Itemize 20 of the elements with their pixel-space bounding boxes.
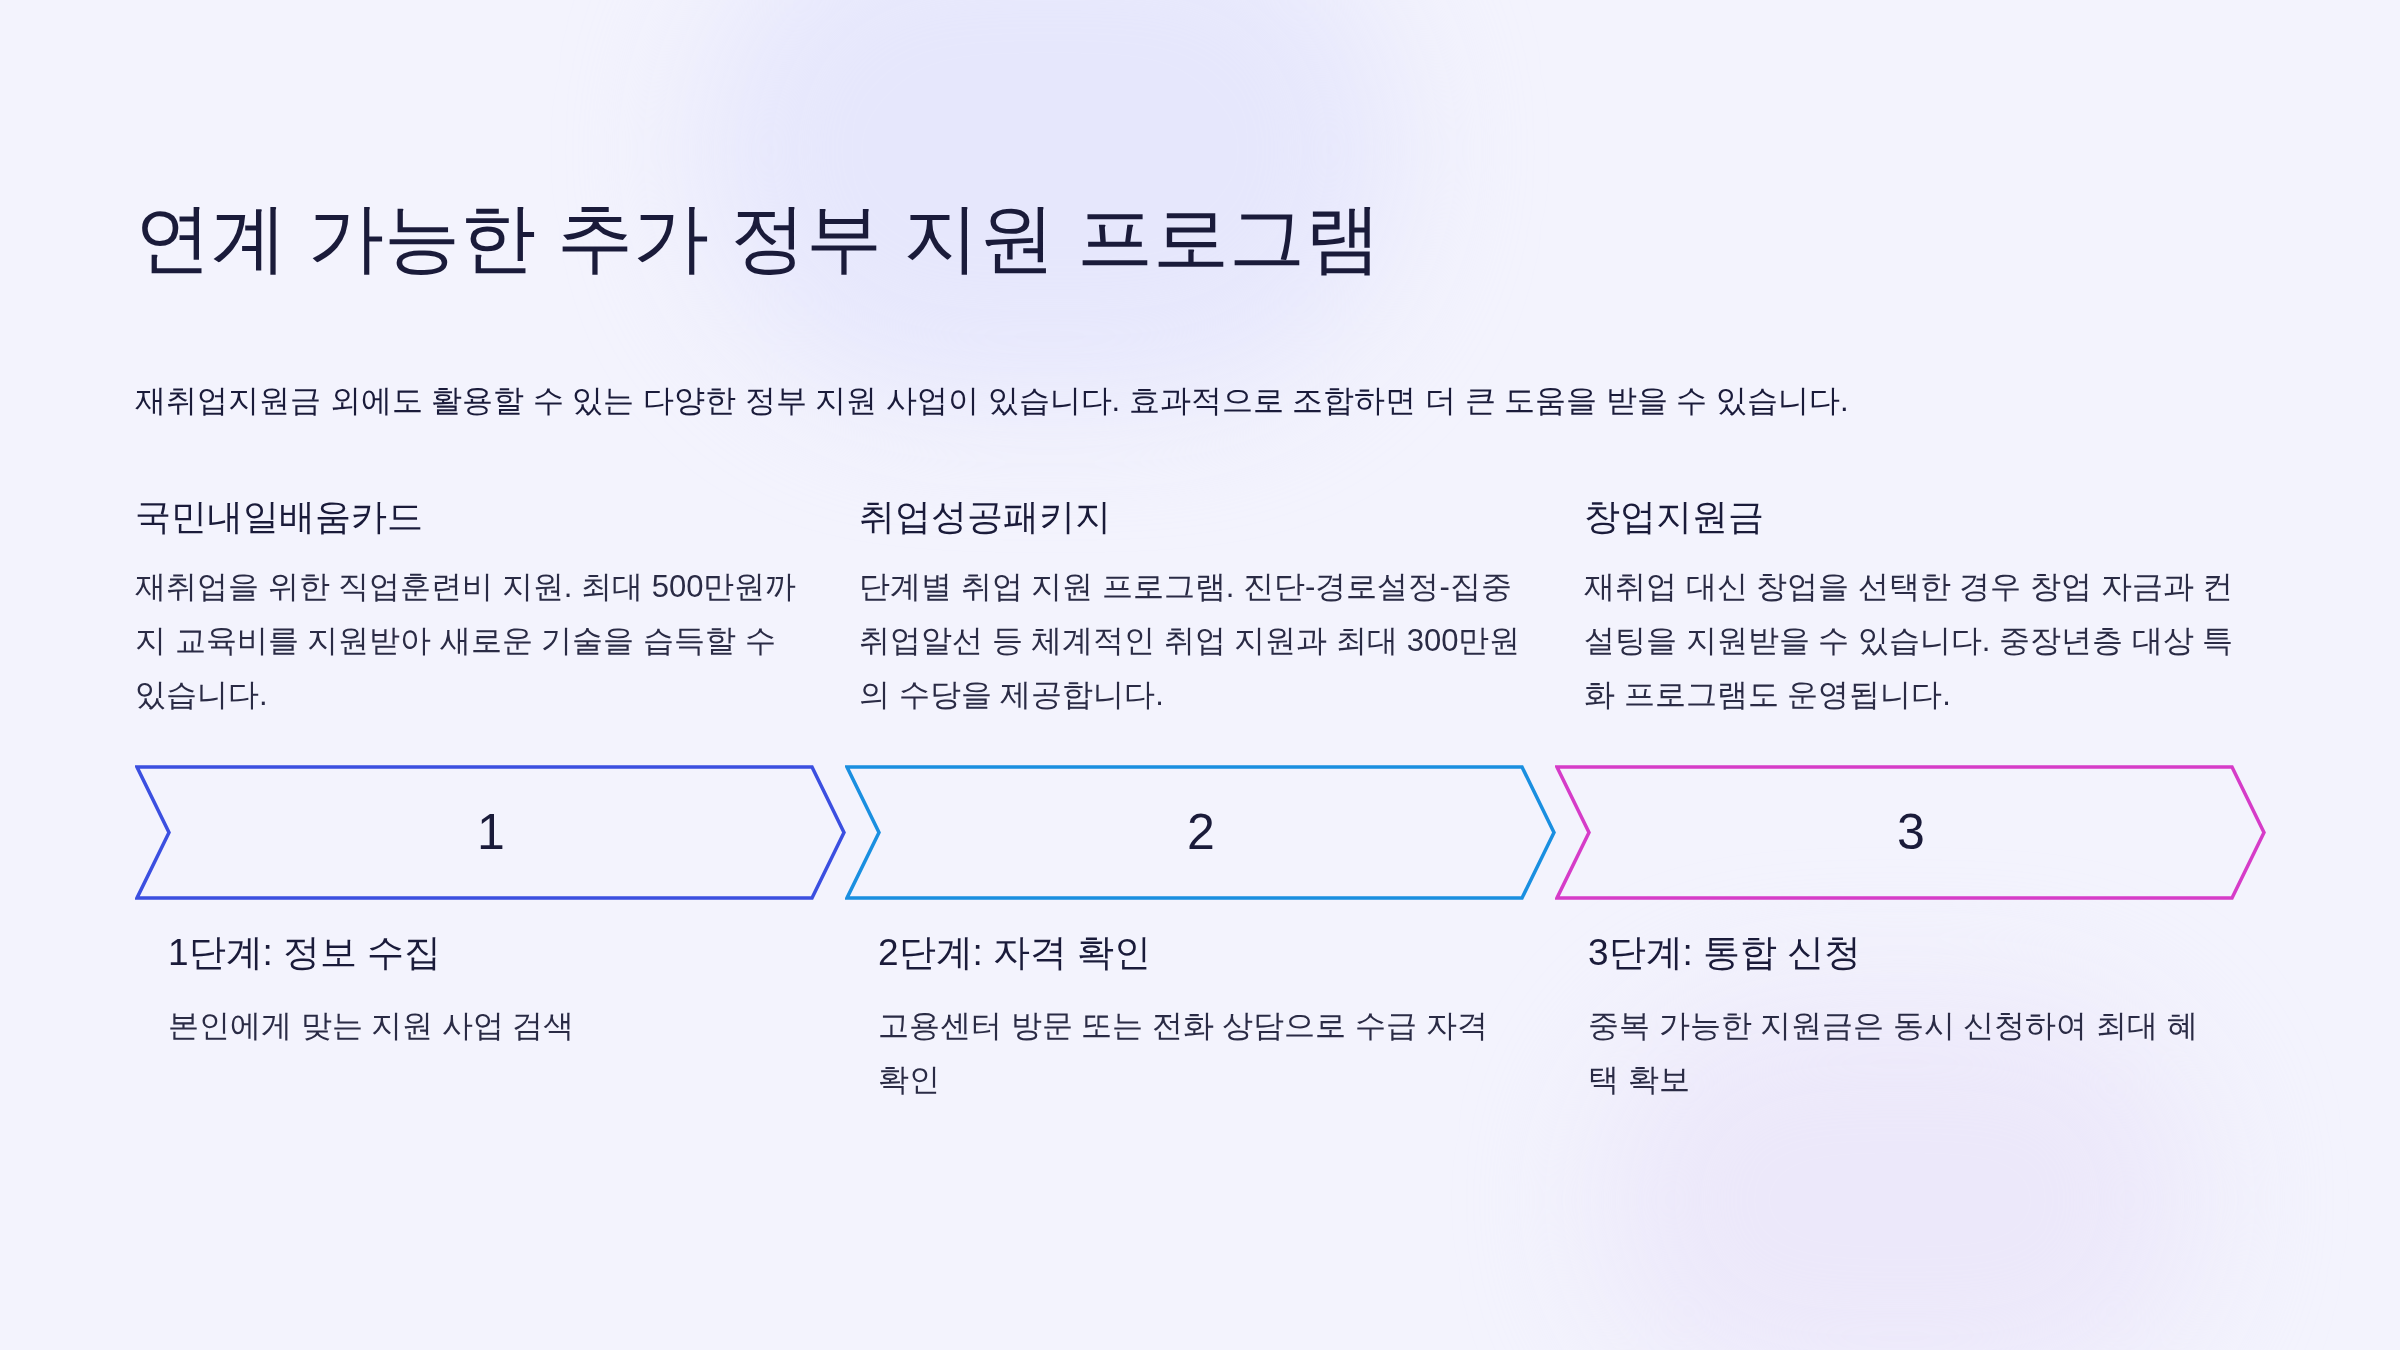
- chevron-step: [1555, 765, 2267, 900]
- subtitle: 재취업지원금 외에도 활용할 수 있는 다양한 정부 지원 사업이 있습니다. 효과적으로 조합하면 더 큰 도움을 받을 수 있습니다.: [135, 382, 1850, 420]
- step-description: 고용센터 방문 또는 전화 상담으로 수급 자격 확인: [878, 1007, 1489, 1099]
- step-description: 중복 가능한 지원금은 동시 신청하여 최대 혜택 확보: [1588, 1007, 2199, 1099]
- step-description: 본인에게 맞는 지원 사업 검색: [168, 1007, 576, 1045]
- title: 연계 가능한 추가 정부 지원 프로그램: [135, 200, 1381, 276]
- program-heading: 국민내일배움카드: [135, 495, 424, 539]
- step-title: 1단계: 정보 수집: [168, 931, 443, 975]
- step-number: 3: [1897, 803, 1925, 862]
- step-title: 3단계: 통합 신청: [1588, 931, 1863, 975]
- chevron-step: [135, 765, 847, 900]
- program-description: 재취업을 위한 직업훈련비 지원. 최대 500만원까지 교육비를 지원받아 새로운 기술을 습득할 수 있습니다.: [135, 568, 798, 714]
- step-number: 2: [1187, 803, 1215, 862]
- program-heading: 취업성공패키지: [859, 495, 1112, 539]
- program-description: 단계별 취업 지원 프로그램. 진단-경로설정-집중 취업알선 등 체계적인 취업 지원과 최대 300만원의 수당을 제공합니다.: [859, 568, 1522, 714]
- step-number: 1: [477, 803, 505, 862]
- program-description: 재취업 대신 창업을 선택한 경우 창업 자금과 컨설팅을 지원받을 수 있습니다. 중장년층 대상 특화 프로그램도 운영됩니다.: [1584, 568, 2235, 714]
- chevron-step: [845, 765, 1557, 900]
- step-title: 2단계: 자격 확인: [878, 931, 1153, 975]
- program-heading: 창업지원금: [1584, 495, 1765, 539]
